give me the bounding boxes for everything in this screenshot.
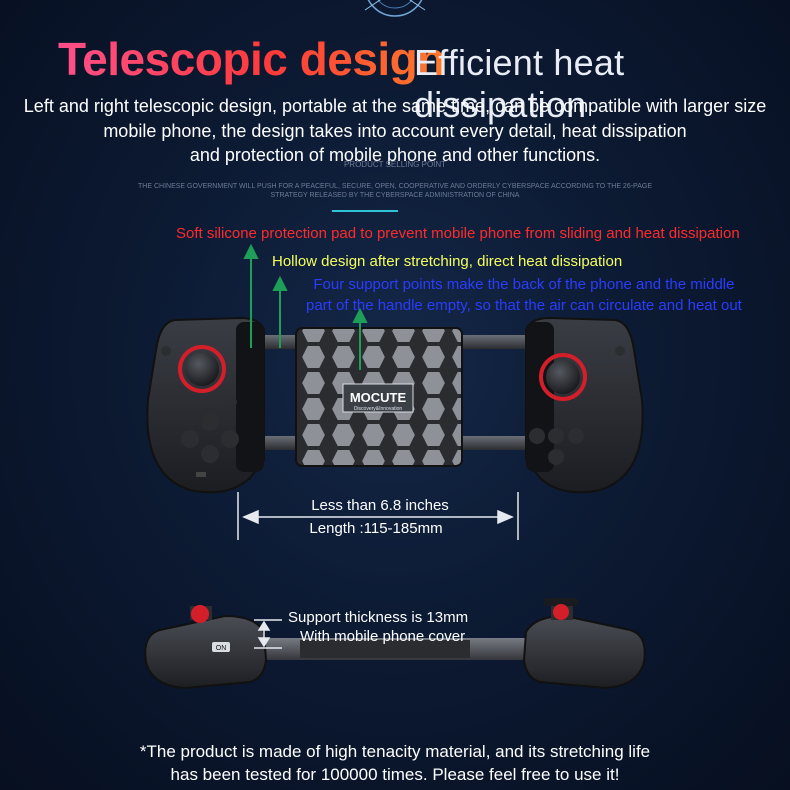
callout-support-line-2: part of the handle empty, so that the ai… [306,297,742,314]
side-left-grip [144,614,268,690]
callout-support-line-1: Four support points make the back of the… [313,276,735,293]
length-dimension [237,492,519,540]
faint-line-1: THE CHINESE GOVERNMENT WILL PUSH FOR A P… [138,183,652,190]
brand-tagline: Discovery&Innovation [354,406,403,412]
brand-name: MOCUTE [350,390,407,405]
faint-line-2: STRATEGY RELEASED BY THE CYBERSPACE ADMI… [270,192,520,199]
pointer-arrows [243,243,368,370]
title-sub: Efficient heat dissipation [414,42,625,125]
callout-silicone-pad: Soft silicone protection pad to prevent … [176,225,740,242]
side-right-grip [522,614,646,690]
controller-top-view: MOCUTE Discovery&Innovation [146,243,644,540]
brand-plate [342,383,414,413]
intro-line-1: Left and right telescopic design, portab… [23,96,767,116]
left-grip [146,316,265,494]
title-row: Telescopic design Efficient heat dissipa… [0,28,790,125]
faint-heading: PRODUCT SELLING POINT [343,160,447,169]
side-left-stick [191,605,209,623]
note-line-2: has been tested for 100000 times. Please… [170,765,620,784]
title-main: Telescopic design [58,33,445,85]
divider [332,210,398,212]
left-silicone-pad [236,322,264,472]
side-heat-sink [300,640,470,658]
side-right-stick [553,604,569,620]
intro-line-2: mobile phone, the design takes into acco… [103,121,687,141]
intro-line-3: and protection of mobile phone and other… [189,145,601,165]
left-stick-ring [178,345,226,393]
right-grip [525,316,644,494]
action-buttons [529,428,584,465]
length-label-1: Less than 6.8 inches [311,497,449,514]
right-stick-ring [539,353,587,401]
side-badge-text: ON [216,645,227,652]
dpad [181,413,239,463]
callout-support-points: Four support points make the back of the… [306,274,742,316]
note-line-1: *The product is made of high tenacity ma… [139,742,651,761]
right-joystick [546,360,580,394]
side-badge [212,642,230,652]
callout-hollow-design: Hollow design after stretching, direct h… [272,253,623,270]
thickness-label-1: Support thickness is 13mm [288,609,469,626]
emblem-icon [364,0,426,17]
left-joystick [185,352,219,386]
length-label-2: Length :115-185mm [309,520,443,537]
controller-side-view: ON [144,598,646,690]
thickness-dimension [254,619,282,649]
thickness-label-2: With mobile phone cover [300,628,466,645]
